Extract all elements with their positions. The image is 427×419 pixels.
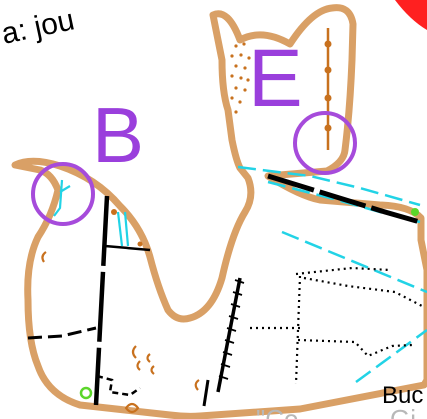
sand-dots [230, 42, 251, 114]
vertical-track [324, 28, 332, 150]
control-circle-e [293, 111, 357, 175]
control-letter-b: B [92, 91, 144, 179]
water-lines [237, 165, 427, 384]
left-stream [53, 179, 130, 247]
brown-dot [111, 209, 117, 215]
top-label: a: jou [0, 3, 77, 51]
bottom-label-faded: Gi [390, 404, 416, 419]
knoll-symbols [41, 251, 200, 414]
green-marker-right [411, 208, 419, 216]
control-letter-e: E [248, 33, 303, 124]
map-outline [11, 4, 427, 419]
bottom-label: Buc [382, 382, 423, 409]
corner-marker [395, 0, 427, 30]
bottom-label-faded: "Co [256, 404, 298, 419]
cut-line [216, 277, 245, 393]
control-circle-b [31, 162, 95, 226]
left-paths [27, 195, 210, 407]
brown-dot [137, 241, 143, 247]
road-main [267, 173, 421, 225]
dotted-paths [250, 266, 423, 385]
green-marker-bottom [79, 386, 93, 400]
